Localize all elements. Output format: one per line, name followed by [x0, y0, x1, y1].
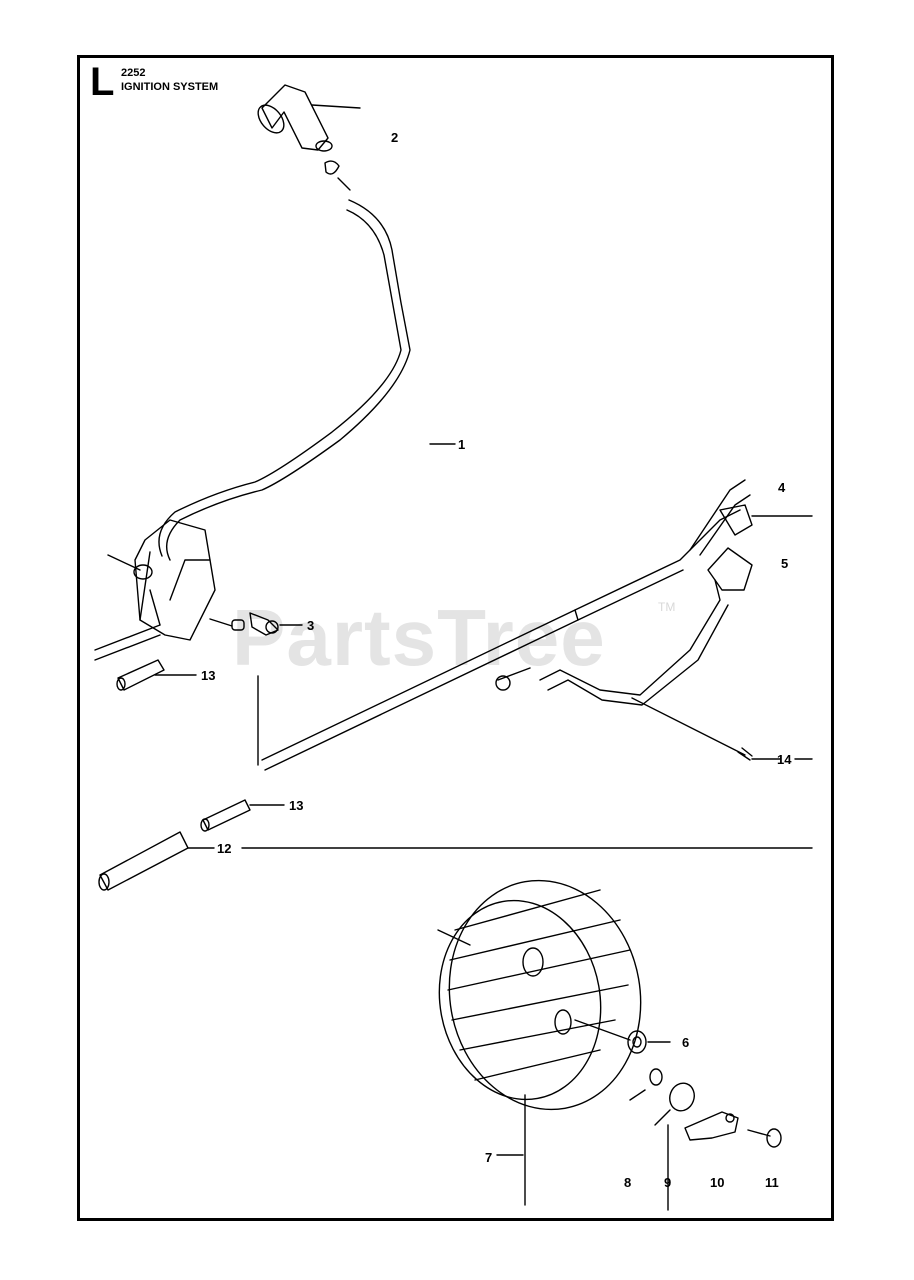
callout-6: 6 [682, 1035, 690, 1050]
pawl-screw [747, 1128, 782, 1148]
callout-10: 10 [710, 1175, 725, 1190]
callout-2: 2 [391, 130, 399, 145]
short-circuit-cable [261, 479, 813, 771]
callout-3: 3 [307, 618, 315, 633]
callout-12: 12 [217, 841, 232, 856]
callout-13-lower: 13 [289, 798, 304, 813]
pawl [684, 1111, 739, 1141]
callout-5: 5 [781, 556, 789, 571]
sleeve-lower [200, 799, 285, 832]
watermark-trademark: TM [658, 600, 676, 614]
tube [98, 831, 813, 891]
callout-11: 11 [765, 1175, 779, 1190]
callout-14: 14 [777, 752, 792, 767]
spark-plug-boot [257, 84, 361, 191]
section-letter: L [90, 60, 115, 104]
callout-9: 9 [664, 1175, 672, 1190]
flywheel [437, 879, 642, 1206]
callout-1: 1 [458, 437, 466, 452]
callout-7: 7 [485, 1150, 493, 1165]
washer [629, 1068, 663, 1101]
diagram-frame [77, 55, 834, 1221]
callout-4: 4 [778, 480, 786, 495]
ignition-module [94, 519, 303, 661]
diagram-title: IGNITION SYSTEM [121, 81, 219, 93]
flywheel-nut [574, 1019, 671, 1054]
ignition-cable [158, 199, 456, 561]
callout-8: 8 [624, 1175, 632, 1190]
callout-13-upper: 13 [201, 668, 216, 683]
spring [654, 1082, 695, 1211]
model-number: 2252 [121, 67, 146, 79]
sleeve-upper [116, 659, 259, 766]
